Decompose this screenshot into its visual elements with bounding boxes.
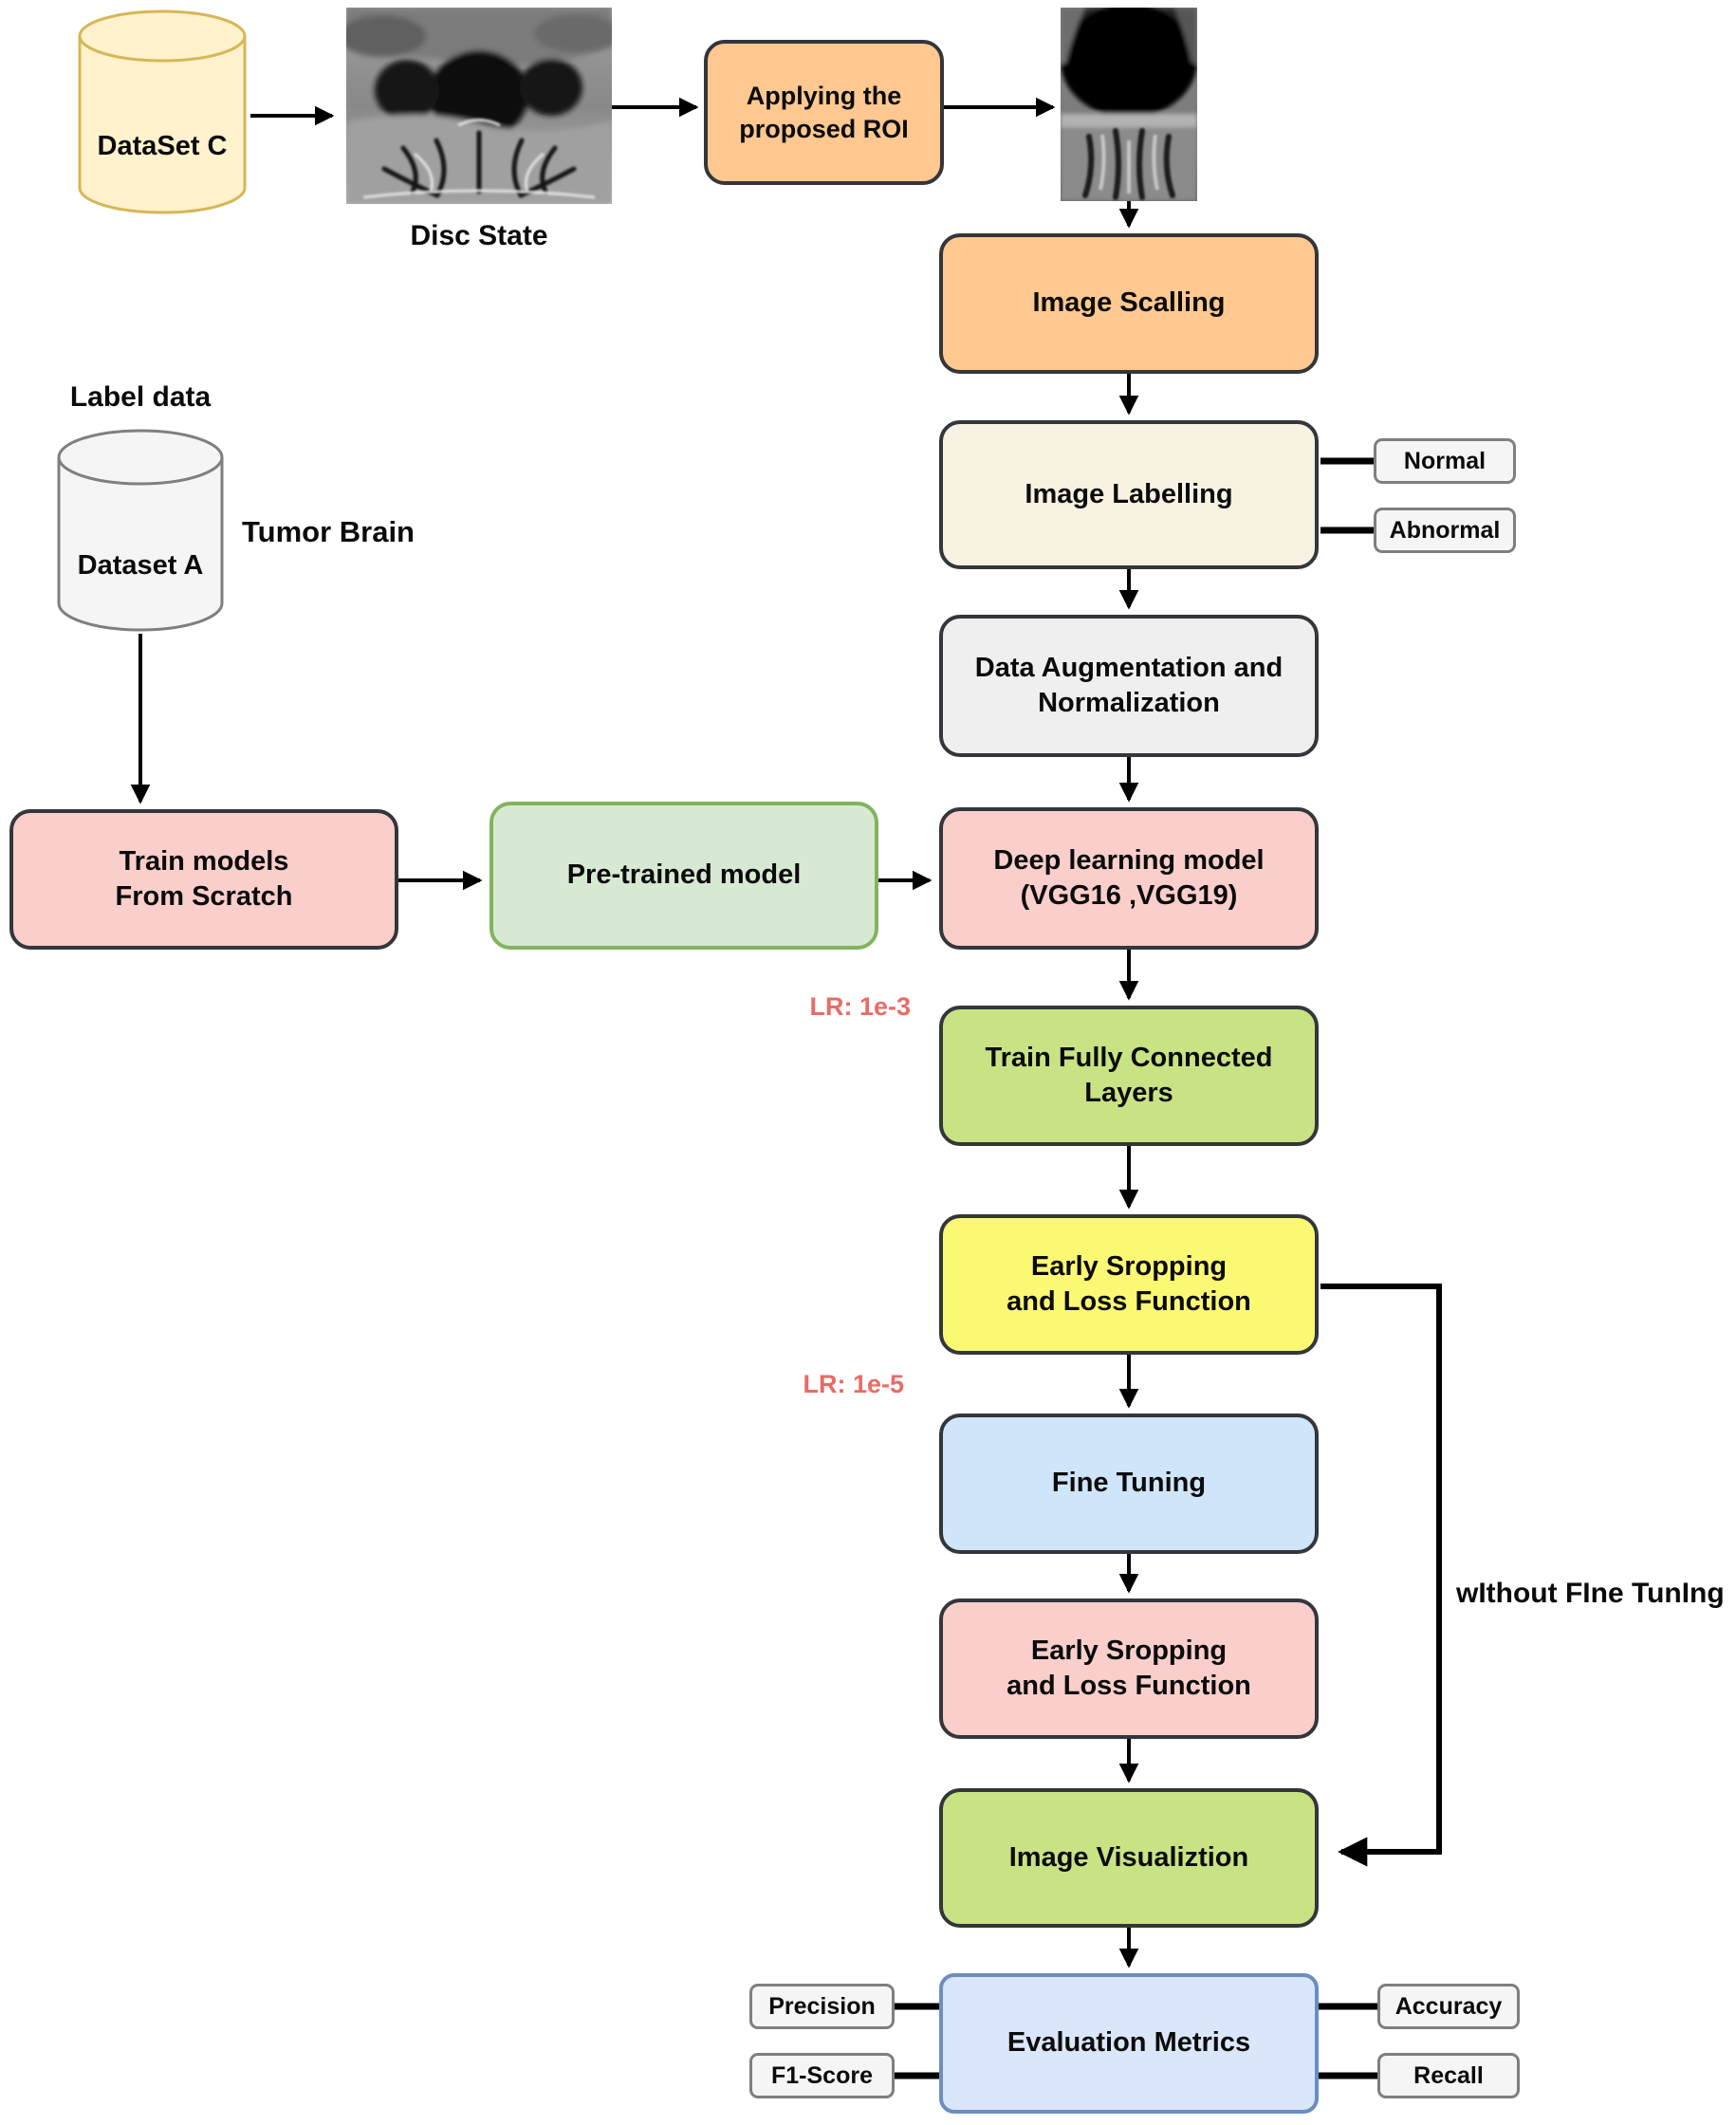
tumor-brain-caption: Tumor Brain	[242, 515, 415, 548]
mri-roi-crop-image	[1061, 8, 1197, 201]
dataset-a-cylinder: Dataset A	[55, 429, 226, 634]
node-label: Precision	[768, 1993, 876, 2020]
node-metric-recall: Recall	[1377, 2053, 1520, 2098]
node-deep-learning-model: Deep learning model (VGG16 ,VGG19)	[939, 807, 1319, 950]
node-early-stopping-top: Early Sropping and Loss Function	[939, 1214, 1319, 1355]
dataset-c-cylinder: DataSet C	[76, 9, 249, 216]
cylinder-shape-icon	[57, 429, 224, 632]
mri-axial-slice-image	[346, 8, 612, 204]
without-fine-tuning-label: wIthout FIne TunIng	[1456, 1578, 1725, 1609]
node-image-visualization: Image Visualiztion	[939, 1788, 1319, 1928]
node-label: Early Sropping and Loss Function	[1007, 1635, 1251, 1701]
node-train-from-scratch: Train models From Scratch	[9, 809, 398, 950]
node-label-normal: Normal	[1374, 438, 1516, 484]
node-fine-tuning: Fine Tuning	[939, 1414, 1319, 1554]
node-pretrained-model: Pre-trained model	[489, 802, 878, 950]
dataset-a-label: Dataset A	[77, 550, 204, 581]
label-data-caption: Label data	[69, 381, 212, 413]
node-applying-roi: Applying the proposed ROI	[704, 40, 944, 185]
node-label: Fine Tuning	[1051, 1468, 1207, 1499]
node-label: Applying the proposed ROI	[739, 81, 909, 143]
node-metric-f1score: F1-Score	[749, 2053, 895, 2098]
node-image-scaling: Image Scalling	[939, 233, 1319, 374]
learning-rate-top-label: LR: 1e-3	[809, 992, 911, 1021]
node-label: Train models From Scratch	[115, 845, 293, 912]
node-image-labelling: Image Labelling	[939, 420, 1319, 569]
node-label: Abnormal	[1389, 517, 1501, 544]
node-label: Evaluation Metrics	[1007, 2027, 1251, 2059]
node-metric-precision: Precision	[749, 1984, 895, 2029]
node-label-abnormal: Abnormal	[1374, 508, 1516, 553]
node-label: F1-Score	[771, 2062, 873, 2089]
node-label: Image Visualiztion	[1008, 1841, 1249, 1873]
node-data-augmentation: Data Augmentation and Normalization	[939, 615, 1319, 757]
dataset-c-label: DataSet C	[97, 131, 228, 161]
node-label: Normal	[1403, 448, 1487, 474]
node-label: Deep learning model (VGG16 ,VGG19)	[993, 844, 1265, 911]
edge-bypass-without-finetuning	[1320, 1284, 1442, 1867]
node-label: Train Fully Connected Layers	[985, 1042, 1273, 1108]
node-label: Data Augmentation and Normalization	[974, 652, 1284, 718]
learning-rate-bottom-label: LR: 1e-5	[803, 1370, 904, 1398]
node-label: Accuracy	[1394, 1993, 1503, 2020]
node-train-fc-layers: Train Fully Connected Layers	[939, 1006, 1319, 1146]
node-metric-accuracy: Accuracy	[1377, 1984, 1520, 2029]
node-evaluation-metrics: Evaluation Metrics	[939, 1973, 1319, 2114]
node-early-stopping-bottom: Early Sropping and Loss Function	[939, 1598, 1319, 1739]
node-label: Image Labelling	[1025, 478, 1233, 509]
cylinder-shape-icon	[78, 9, 247, 214]
node-label: Pre-trained model	[566, 859, 802, 891]
node-label: Early Sropping and Loss Function	[1007, 1250, 1251, 1317]
disc-state-caption: Disc State	[410, 220, 548, 251]
node-label: Image Scalling	[1032, 287, 1226, 319]
node-label: Recall	[1413, 2062, 1484, 2089]
